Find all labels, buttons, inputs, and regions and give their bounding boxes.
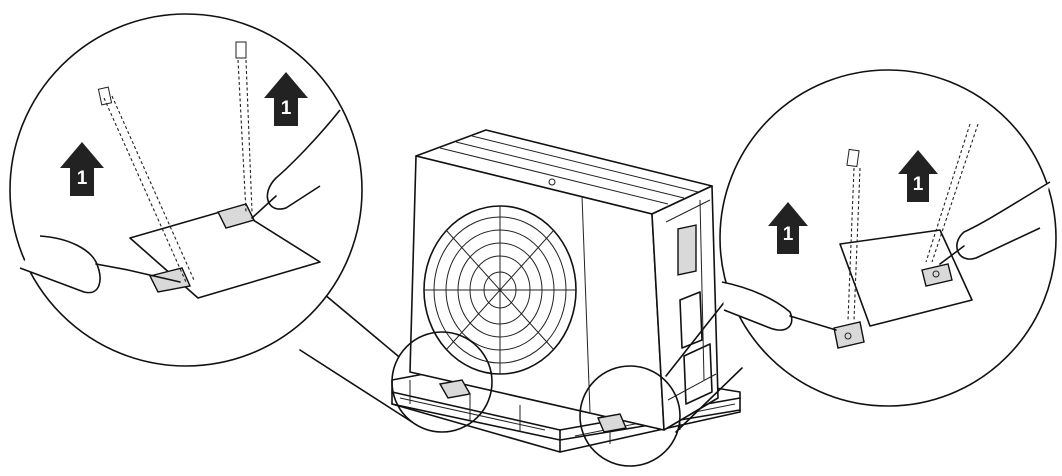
step-label: 1 (783, 224, 794, 245)
leader-lines-right (665, 299, 743, 433)
detail-circle-left (391, 331, 493, 433)
lift-arrow-4: 1 (898, 150, 938, 202)
glove-hand-left (721, 281, 793, 331)
step-label: 1 (913, 174, 924, 195)
glove-hand-right (956, 181, 1051, 260)
detail-circle-right (579, 365, 681, 467)
lift-arrow-2: 1 (264, 72, 308, 126)
lift-arrow-3: 1 (768, 202, 808, 254)
fan-grille (423, 205, 577, 375)
glove-hand-left (19, 235, 101, 294)
step-label: 1 (281, 98, 292, 119)
glove-hand-right (266, 109, 341, 210)
outdoor-unit (409, 129, 719, 433)
detail-bubble-left: 1 1 (9, 13, 363, 367)
lift-arrow-1: 1 (60, 142, 104, 196)
detail-bubble-right: 1 1 (719, 69, 1057, 407)
step-label: 1 (77, 168, 88, 189)
